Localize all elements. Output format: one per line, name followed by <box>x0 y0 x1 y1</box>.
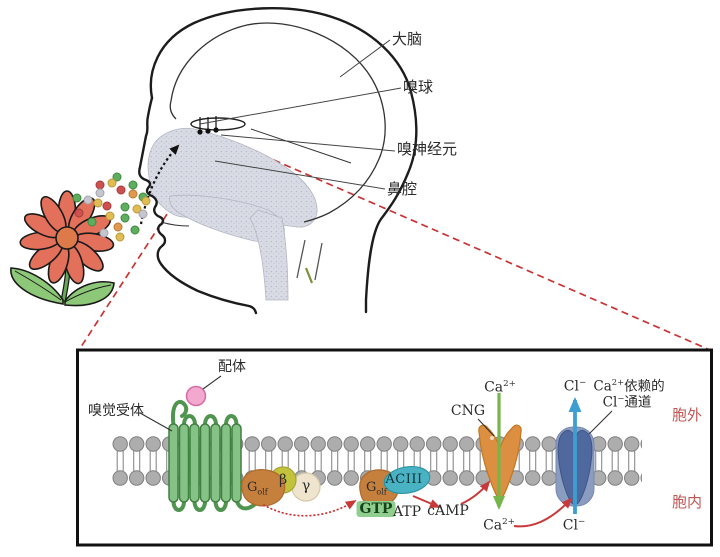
zoom-dashed-lines <box>78 136 711 351</box>
head-illustration <box>138 7 418 315</box>
cng-highlight-dot <box>490 436 494 440</box>
label-olfactory-bulb: 嗅球 <box>403 78 434 96</box>
label-cl-channel-name-line2: Cl−通道 <box>602 393 652 411</box>
label-camp: cAMP <box>427 503 469 519</box>
leaf-right <box>64 281 115 307</box>
label-ligand: 配体 <box>218 359 246 375</box>
atp-to-camp-arrow <box>412 495 441 508</box>
head-label-lines <box>199 39 402 190</box>
aciii-enzyme <box>383 465 431 495</box>
label-brain: 大脑 <box>392 30 423 48</box>
calcium-to-clchannel-arrow <box>513 497 573 528</box>
label-aciii: ACIII <box>385 472 423 487</box>
green-accent-line <box>304 267 314 284</box>
olfactory-bulb-shape <box>190 117 246 131</box>
flower-center <box>55 226 79 250</box>
label-beta: β <box>278 472 288 488</box>
label-gamma: γ <box>301 478 311 494</box>
label-olfactory-receptor: 嗅觉受体 <box>88 403 144 419</box>
label-olfactory-neuron: 嗅神经元 <box>397 140 458 158</box>
label-golf-active: Golf <box>366 480 387 497</box>
label-calcium-bottom: Ca2+ <box>483 517 515 534</box>
label-atp: ATP <box>392 504 422 520</box>
petals <box>19 190 115 285</box>
label-calcium-top: Ca2+ <box>484 379 516 396</box>
olfactory-neuron-dots <box>197 116 219 135</box>
brain-front-line <box>169 100 177 120</box>
golf-subunit <box>241 469 286 507</box>
scent-particles <box>72 172 151 242</box>
neck-lines <box>296 239 323 281</box>
brain-base-line <box>250 128 352 164</box>
throat-shape <box>249 209 289 301</box>
sniff-arrow <box>139 144 180 225</box>
label-chloride-bottom: Cl− <box>562 517 586 534</box>
label-golf: Golf <box>247 480 268 497</box>
mouth-slit <box>160 221 190 227</box>
camp-to-cng-arrow <box>460 480 491 505</box>
olfactory-receptor-protein <box>168 399 256 512</box>
label-extracellular: 胞外 <box>671 406 703 424</box>
ligand-molecule <box>185 385 207 407</box>
golf-activation-dotted-arrow <box>263 499 357 517</box>
label-nasal-cavity: 鼻腔 <box>387 180 418 198</box>
label-intracellular: 胞内 <box>671 493 703 511</box>
flower <box>10 190 115 307</box>
golf-aciii-complex <box>359 465 431 507</box>
g-protein-trimer <box>241 466 321 507</box>
brain-outline <box>170 22 386 223</box>
label-chloride-top: Cl− <box>563 378 587 395</box>
label-cl-channel-name-line1: Ca2+依赖的 <box>593 377 665 395</box>
skull-outline <box>149 7 418 314</box>
leaf-left <box>10 267 64 305</box>
inset-label-lines <box>139 375 613 437</box>
label-gtp: GTP <box>356 501 396 518</box>
label-cng: CNG <box>450 403 486 419</box>
face-profile-outline <box>138 96 258 315</box>
